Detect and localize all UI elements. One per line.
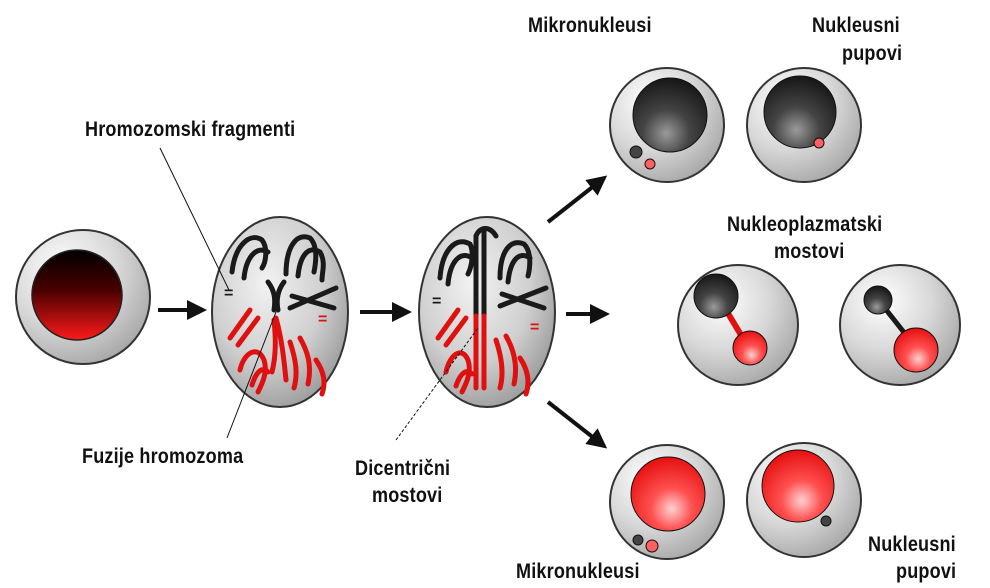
cell-nucleoplasmic-bridge-2 [840,265,960,385]
label-dicentric-bridges-2: mostovi [372,484,442,508]
label-dicentric-bridges-1: Dicentrični [355,457,450,481]
label-micronuclei-bottom: Mikronukleusi [516,560,640,584]
main-nucleus-red [631,457,705,531]
interphase-nucleus [32,250,122,340]
nucleus-red [733,331,767,365]
anaphase-cell-dicentric: = = [419,217,555,407]
label-nuclear-buds-bottom-1: Nukleusni [868,533,956,557]
fragment-mark-black: = [432,293,441,310]
label-chromosome-fragments: Hromozomski fragmenti [85,118,295,142]
main-nucleus-red [762,450,834,522]
fragment-mark-red: = [530,319,539,336]
anaphase-cell-fragments: = = [212,217,348,407]
label-nucleoplasmic-bridges-2: mostovi [774,240,844,264]
arrow-to-micronuclei-bottom [548,402,604,446]
nuclear-bud-red [814,138,824,148]
main-nucleus-dark [764,76,836,148]
label-nuclear-buds-bottom-2: pupovi [896,560,956,584]
arrow-to-micronuclei-top [548,178,604,222]
micronucleus-dark [630,146,642,158]
micronucleus-red [645,159,655,169]
label-nuclear-buds-top-2: pupovi [842,42,902,66]
nucleus-red [894,328,938,372]
pointer-fragments [160,148,229,290]
micronucleus-red [646,540,658,552]
cell-nucleoplasmic-bridge-1 [678,265,798,385]
fragment-mark-red: = [318,311,327,328]
cell-micronuclei-bottom [610,445,724,559]
nucleus-dark [694,274,738,318]
label-nuclear-buds-top-1: Nukleusni [812,14,900,38]
label-nucleoplasmic-bridges-1: Nukleoplazmatski [727,213,882,237]
cell-nuclear-bud-top [747,68,861,182]
interphase-cell [16,230,150,364]
label-chromosome-fusions: Fuzije hromozoma [82,445,243,469]
cell-nuclear-bud-bottom [747,443,861,557]
fragment-mark-black: = [224,285,233,302]
nuclear-bud-dark [821,516,831,526]
micronucleus-dark [633,535,643,545]
label-micronuclei-top: Mikronukleusi [528,14,652,38]
cell-micronuclei-top [610,68,724,182]
nucleus-dark [864,286,892,314]
main-nucleus-dark [633,78,707,152]
